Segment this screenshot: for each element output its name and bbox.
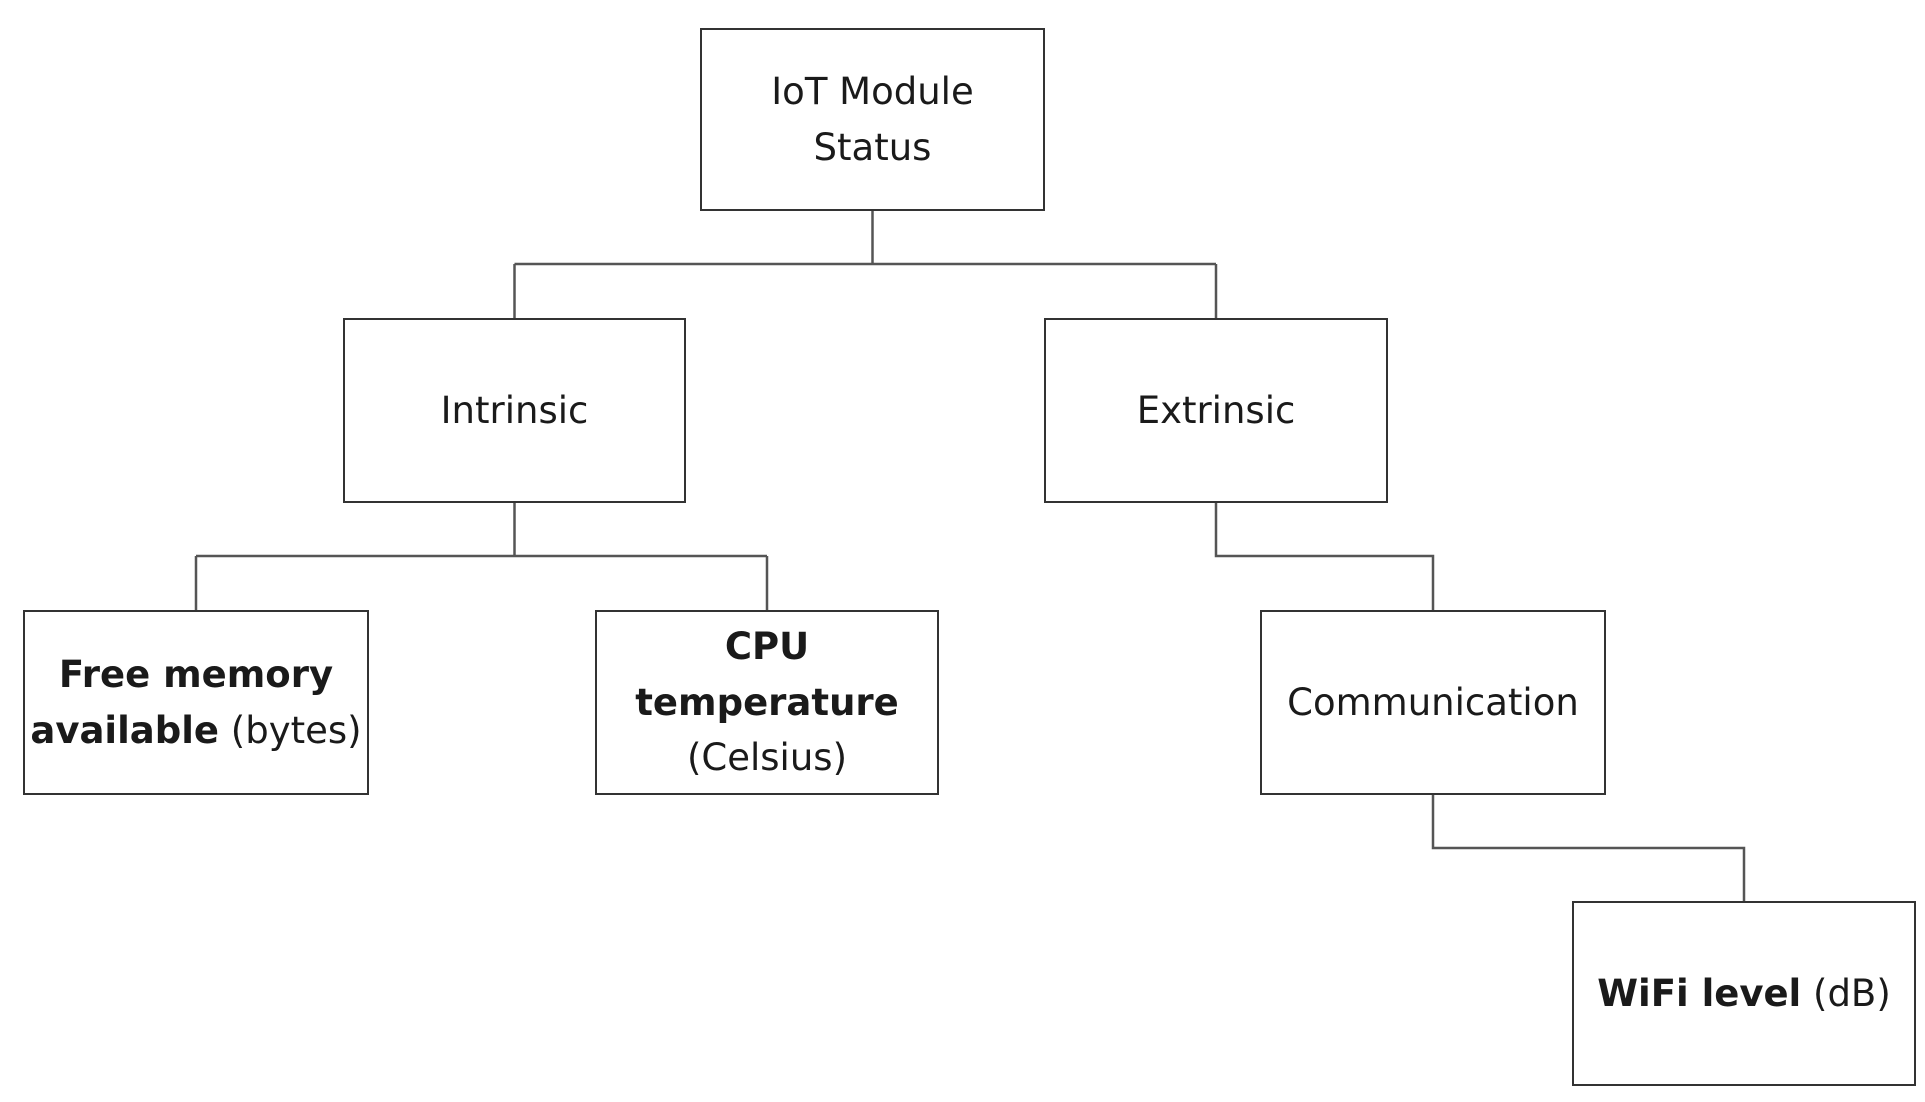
node-label: CPU temperature (Celsius) bbox=[635, 619, 899, 786]
communication-label: Communication bbox=[1287, 680, 1579, 724]
cpu-label-line1: CPU bbox=[724, 625, 810, 669]
wifi-label: WiFi level bbox=[1597, 971, 1802, 1015]
extrinsic-label: Extrinsic bbox=[1136, 388, 1296, 432]
node-free-memory-available: Free memory available (bytes) bbox=[23, 610, 369, 795]
node-label: IoT Module Status bbox=[771, 64, 973, 175]
free-memory-label-line2: available bbox=[30, 708, 220, 752]
free-memory-unit: (bytes) bbox=[230, 708, 362, 752]
cpu-unit: (Celsius) bbox=[686, 736, 848, 780]
intrinsic-label: Intrinsic bbox=[440, 388, 589, 432]
node-intrinsic: Intrinsic bbox=[343, 318, 686, 503]
node-label: WiFi level (dB) bbox=[1597, 966, 1891, 1022]
node-iot-module-status: IoT Module Status bbox=[700, 28, 1045, 211]
connector-extrinsic-to-communication bbox=[1214, 503, 1435, 610]
node-label: Free memory available (bytes) bbox=[30, 647, 361, 758]
node-communication: Communication bbox=[1260, 610, 1606, 795]
root-label-line1: IoT Module bbox=[771, 70, 974, 113]
node-cpu-temperature: CPU temperature (Celsius) bbox=[595, 610, 939, 795]
node-wifi-level: WiFi level (dB) bbox=[1572, 901, 1916, 1086]
root-label-line2: Status bbox=[813, 125, 932, 169]
connector-communication-to-wifi bbox=[1431, 795, 1746, 901]
wifi-unit: (dB) bbox=[1813, 971, 1891, 1015]
free-memory-label-line1: Free memory bbox=[58, 653, 334, 696]
cpu-label-line2: temperature bbox=[635, 680, 899, 724]
node-extrinsic: Extrinsic bbox=[1044, 318, 1388, 503]
